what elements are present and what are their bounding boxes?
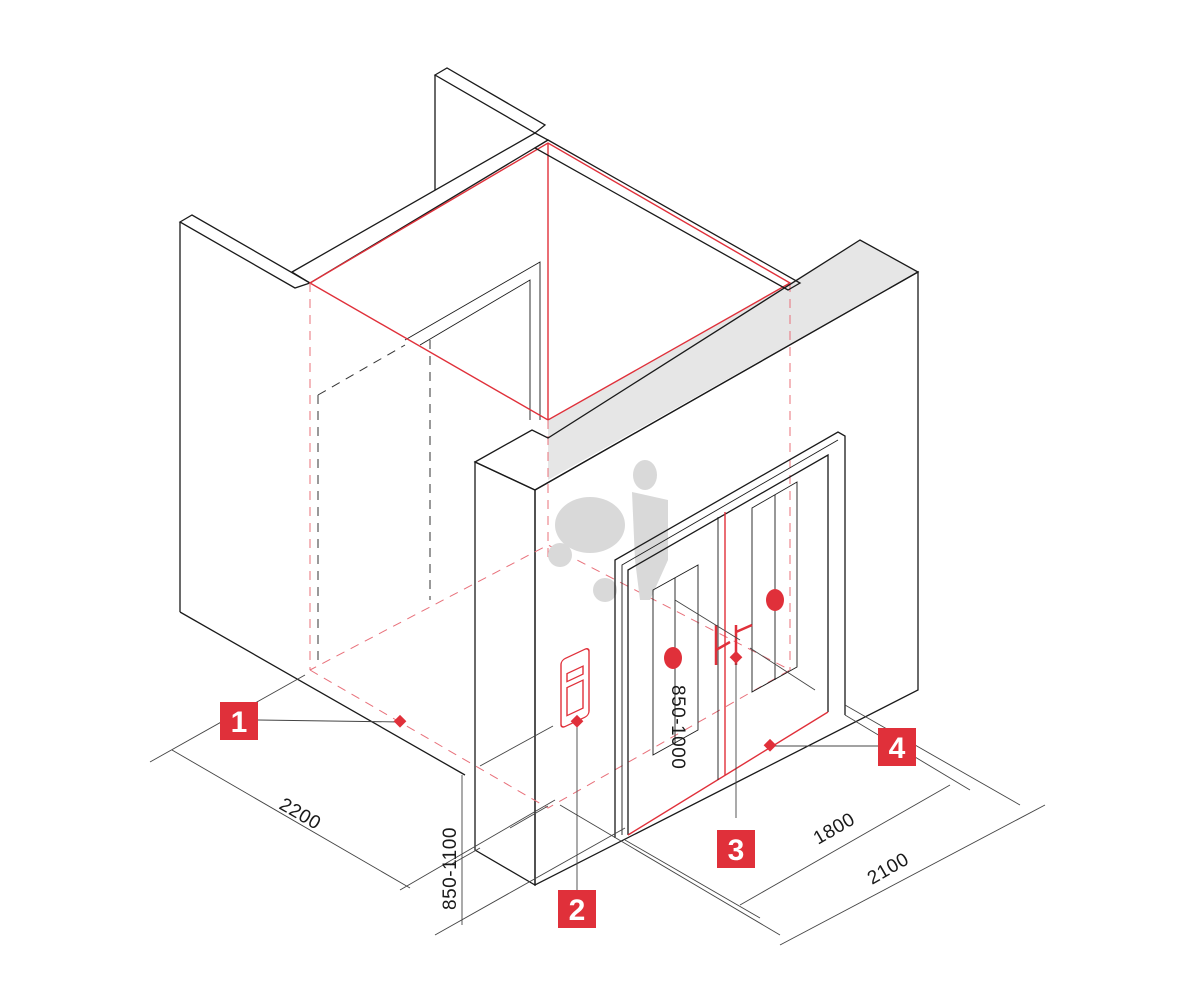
marker-badge-1: 1 <box>220 702 258 740</box>
back-right-wall-top <box>533 139 802 291</box>
dimension-room-width: 2100 <box>864 849 913 889</box>
left-wall <box>178 214 541 776</box>
door-sign-dot-left <box>664 647 682 669</box>
dimension-intercom-height: 850-1100 <box>440 827 461 910</box>
svg-text:1: 1 <box>231 706 248 739</box>
svg-text:3: 3 <box>728 834 745 867</box>
svg-text:4: 4 <box>889 732 906 765</box>
intercom-panel-icon <box>560 648 590 728</box>
double-door <box>614 431 846 838</box>
back-left-wall <box>290 132 550 284</box>
svg-text:2: 2 <box>569 894 586 927</box>
dimension-handle-height: 850-1000 <box>667 685 688 769</box>
marker-badge-4: 4 <box>878 728 916 766</box>
floor-outline <box>309 544 792 809</box>
dimension-lines <box>149 599 1046 946</box>
dimension-room-depth: 2200 <box>276 794 325 834</box>
door-sign-dot-right <box>766 589 784 611</box>
marker-badge-3: 3 <box>717 830 755 868</box>
front-wall <box>473 239 920 887</box>
person-stroller-silhouette <box>548 460 668 602</box>
back-right-wall-shade <box>548 240 918 480</box>
marker-leaders <box>257 650 878 892</box>
marker-badge-2: 2 <box>558 890 596 928</box>
back-column <box>433 67 547 190</box>
dimension-door-width: 1800 <box>810 809 859 849</box>
